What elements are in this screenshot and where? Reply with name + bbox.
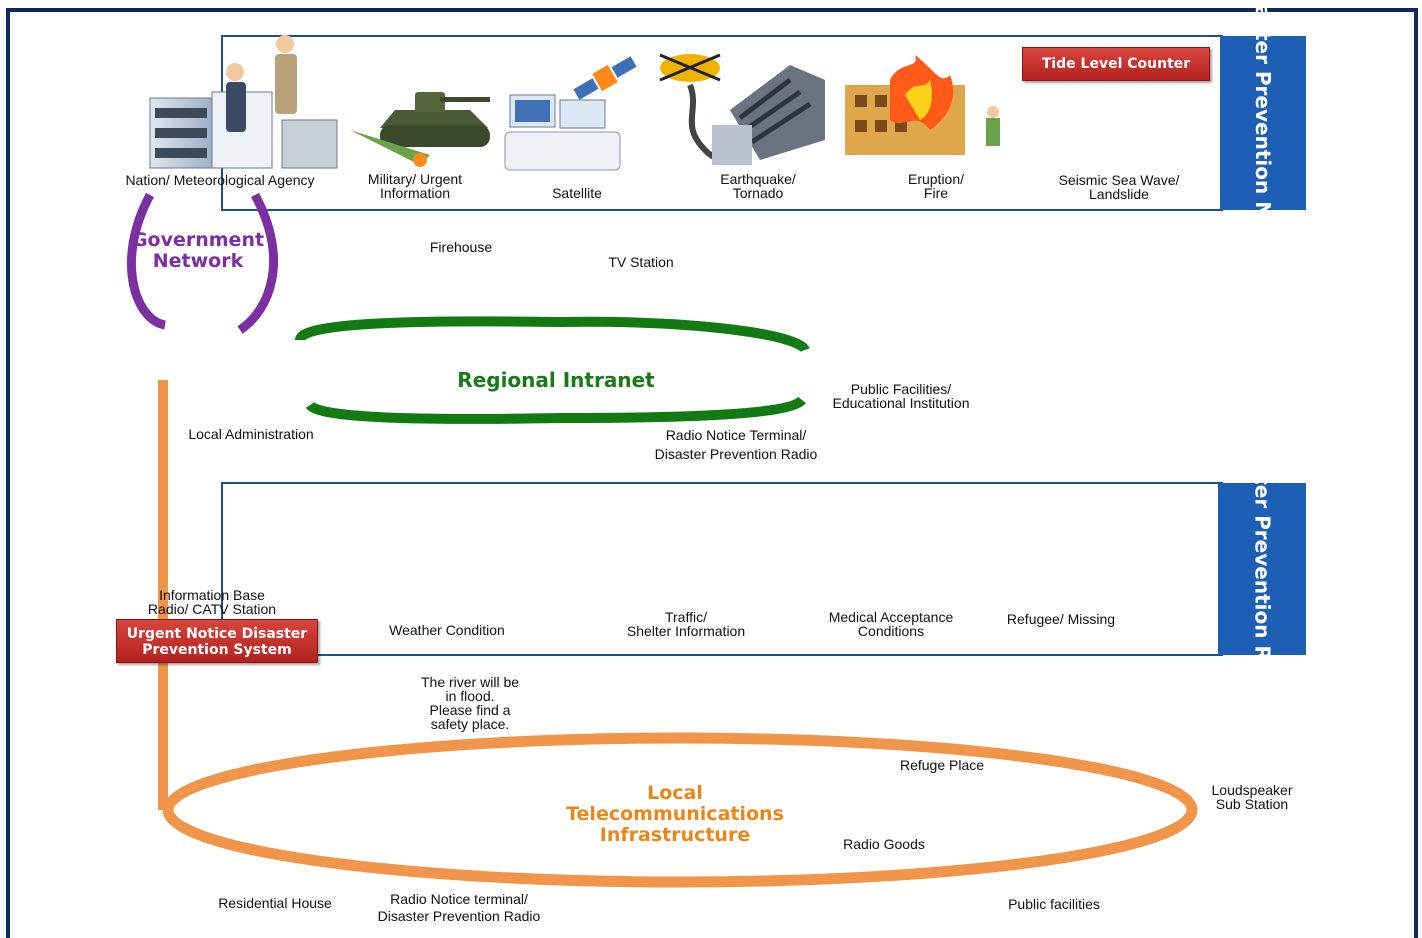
local-ring [162,732,1198,888]
residential-house-label: Residential House [218,895,332,911]
nation-item-label: Seismic Sea Wave/ Landslide [1058,172,1180,202]
region-item-label: Medical Acceptance Conditions [828,609,954,639]
region-item-label: Traffic/ Shelter Information [626,609,746,639]
region-sidebar-title: ≪Disaster Prevention Region≫ [1250,393,1274,745]
nation-sidebar: ≪Disaster Prevention Nation≫ [1220,0,1306,297]
tide-level-counter-label: Tide Level Counter [1022,47,1210,81]
radio-notice-local-label: Radio Notice terminal/ Disaster Preventi… [377,891,541,924]
government-ring [126,192,279,334]
government-network-label: Government Network [131,229,265,272]
diagram-frame [6,8,1418,938]
radio-goods-label: Radio Goods [843,836,925,852]
fire-icon [845,55,1000,155]
nation-item-label: Eruption/ Fire [907,171,965,201]
nation-sidebar-title: ≪Disaster Prevention Nation≫ [1251,0,1275,297]
region-sidebar: ≪Disaster Prevention Region≫ [1218,394,1306,745]
urgent-notice-label: Urgent Notice Disaster Prevention System [116,619,318,663]
radio-terminal-label: Radio Notice Terminal/ Disaster Preventi… [654,427,818,462]
region-item-label: Weather Condition [389,622,505,638]
earthquake-icon [659,53,825,165]
refuge-place-label: Refuge Place [899,757,985,773]
tv-station-label: TV Station [608,254,674,270]
public-facilities-local-label: Public facilities [1008,896,1100,912]
public-facilities-label: Public Facilities/ Educational Instituti… [832,381,970,411]
nation-item-label: Military/ Urgent Information [367,171,463,201]
intranet-ring-bottom [305,396,806,424]
info-base-label: Information Base Radio/ CATV Station [147,587,277,617]
meteorological-agency-icon [149,35,338,169]
local-administration-label: Local Administration [188,426,314,442]
regional-intranet-title: Regional Intranet [457,368,655,392]
nation-item-label: Earthquake/ Tornado [720,171,796,201]
satellite-icon [504,56,637,171]
loudspeaker-label: Loudspeaker Sub Station [1211,782,1293,812]
military-tank-icon [350,92,490,167]
intranet-ring-top [295,316,810,353]
orange-trunk-line [158,380,168,810]
bubble-message: The river will be in flood. Please find … [420,674,520,732]
firehouse-label: Firehouse [429,239,493,255]
nation-item-label: Nation/ Meteorological Agency [125,172,315,188]
local-telecom-title: Local Telecommunications Infrastructure [566,782,784,846]
region-item-label: Refugee/ Missing [1006,611,1116,627]
nation-item-label: Satellite [552,185,602,201]
